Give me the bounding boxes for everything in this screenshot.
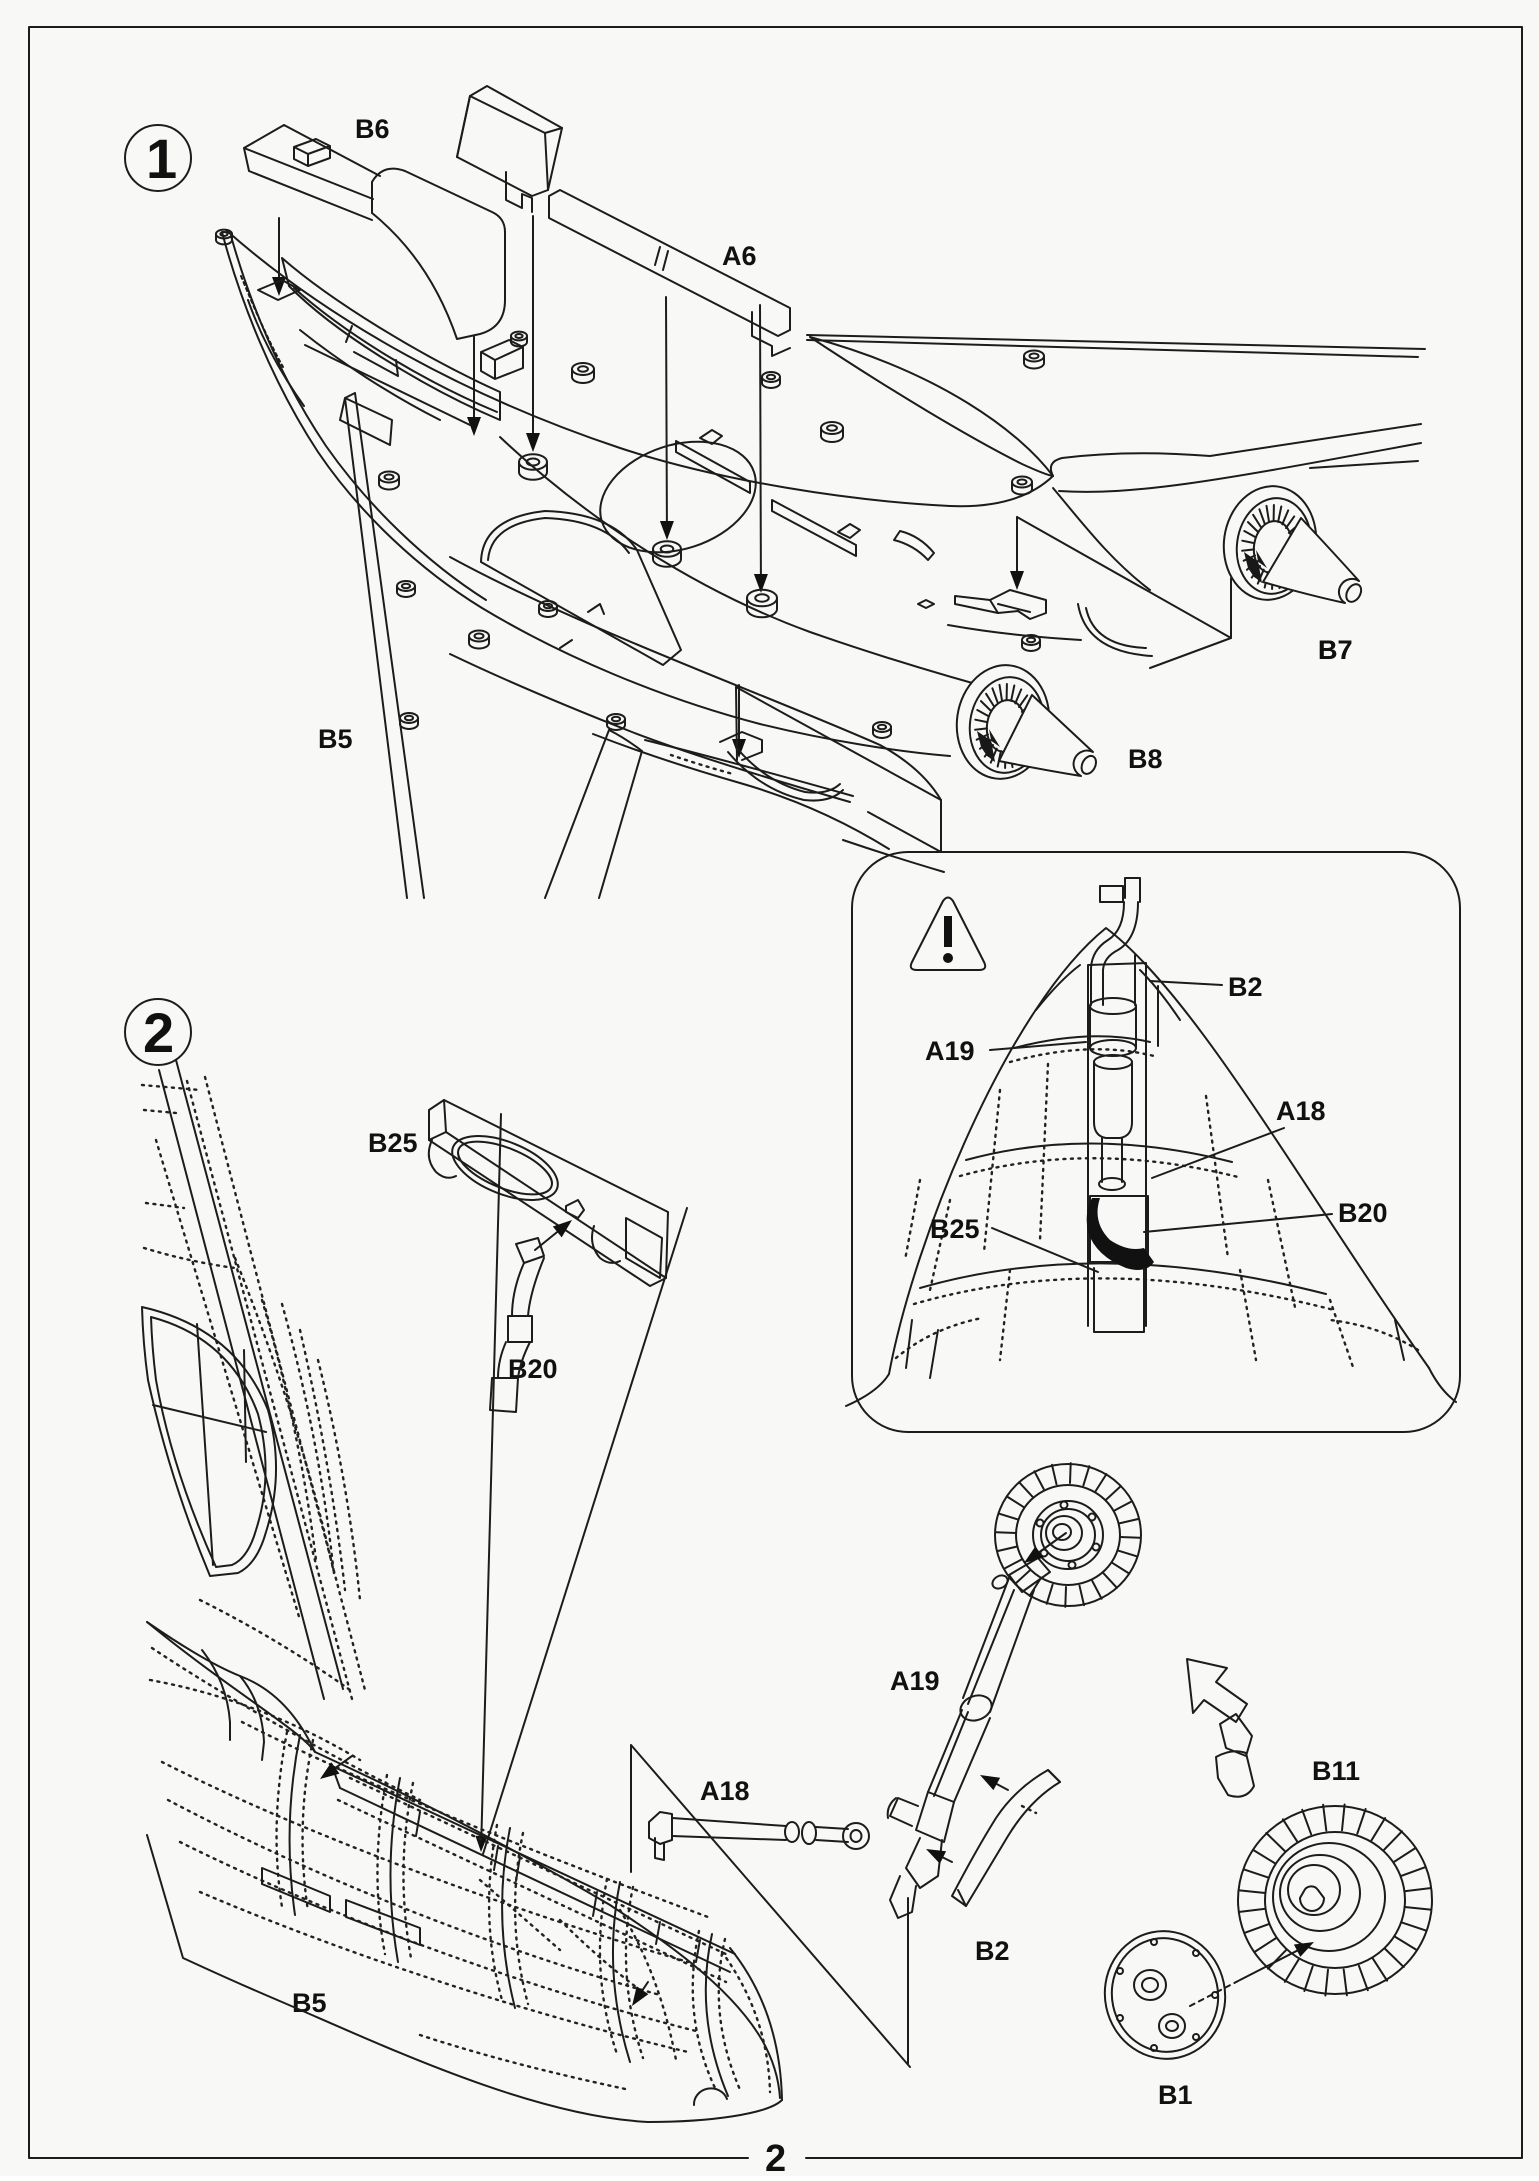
svg-text:B25: B25: [930, 1214, 980, 1244]
svg-text:B2: B2: [975, 1936, 1010, 1966]
svg-text:B7: B7: [1318, 635, 1353, 665]
svg-text:B20: B20: [1338, 1198, 1388, 1228]
svg-text:2: 2: [765, 2138, 786, 2176]
svg-text:A19: A19: [890, 1666, 940, 1696]
svg-text:A6: A6: [722, 241, 757, 271]
svg-text:B8: B8: [1128, 744, 1163, 774]
svg-text:B2: B2: [1228, 972, 1263, 1002]
svg-text:B25: B25: [368, 1128, 418, 1158]
svg-text:B1: B1: [1158, 2080, 1193, 2110]
svg-text:A18: A18: [1276, 1096, 1326, 1126]
svg-text:B5: B5: [318, 724, 353, 754]
svg-text:2: 2: [143, 1001, 174, 1064]
svg-text:B7: B7: [1318, 635, 1353, 665]
svg-text:B6: B6: [355, 114, 390, 144]
svg-text:1: 1: [146, 127, 177, 190]
svg-text:B20: B20: [508, 1354, 558, 1384]
svg-text:B11: B11: [1312, 1756, 1360, 1786]
svg-text:A18: A18: [700, 1776, 750, 1806]
svg-text:A19: A19: [925, 1036, 975, 1066]
